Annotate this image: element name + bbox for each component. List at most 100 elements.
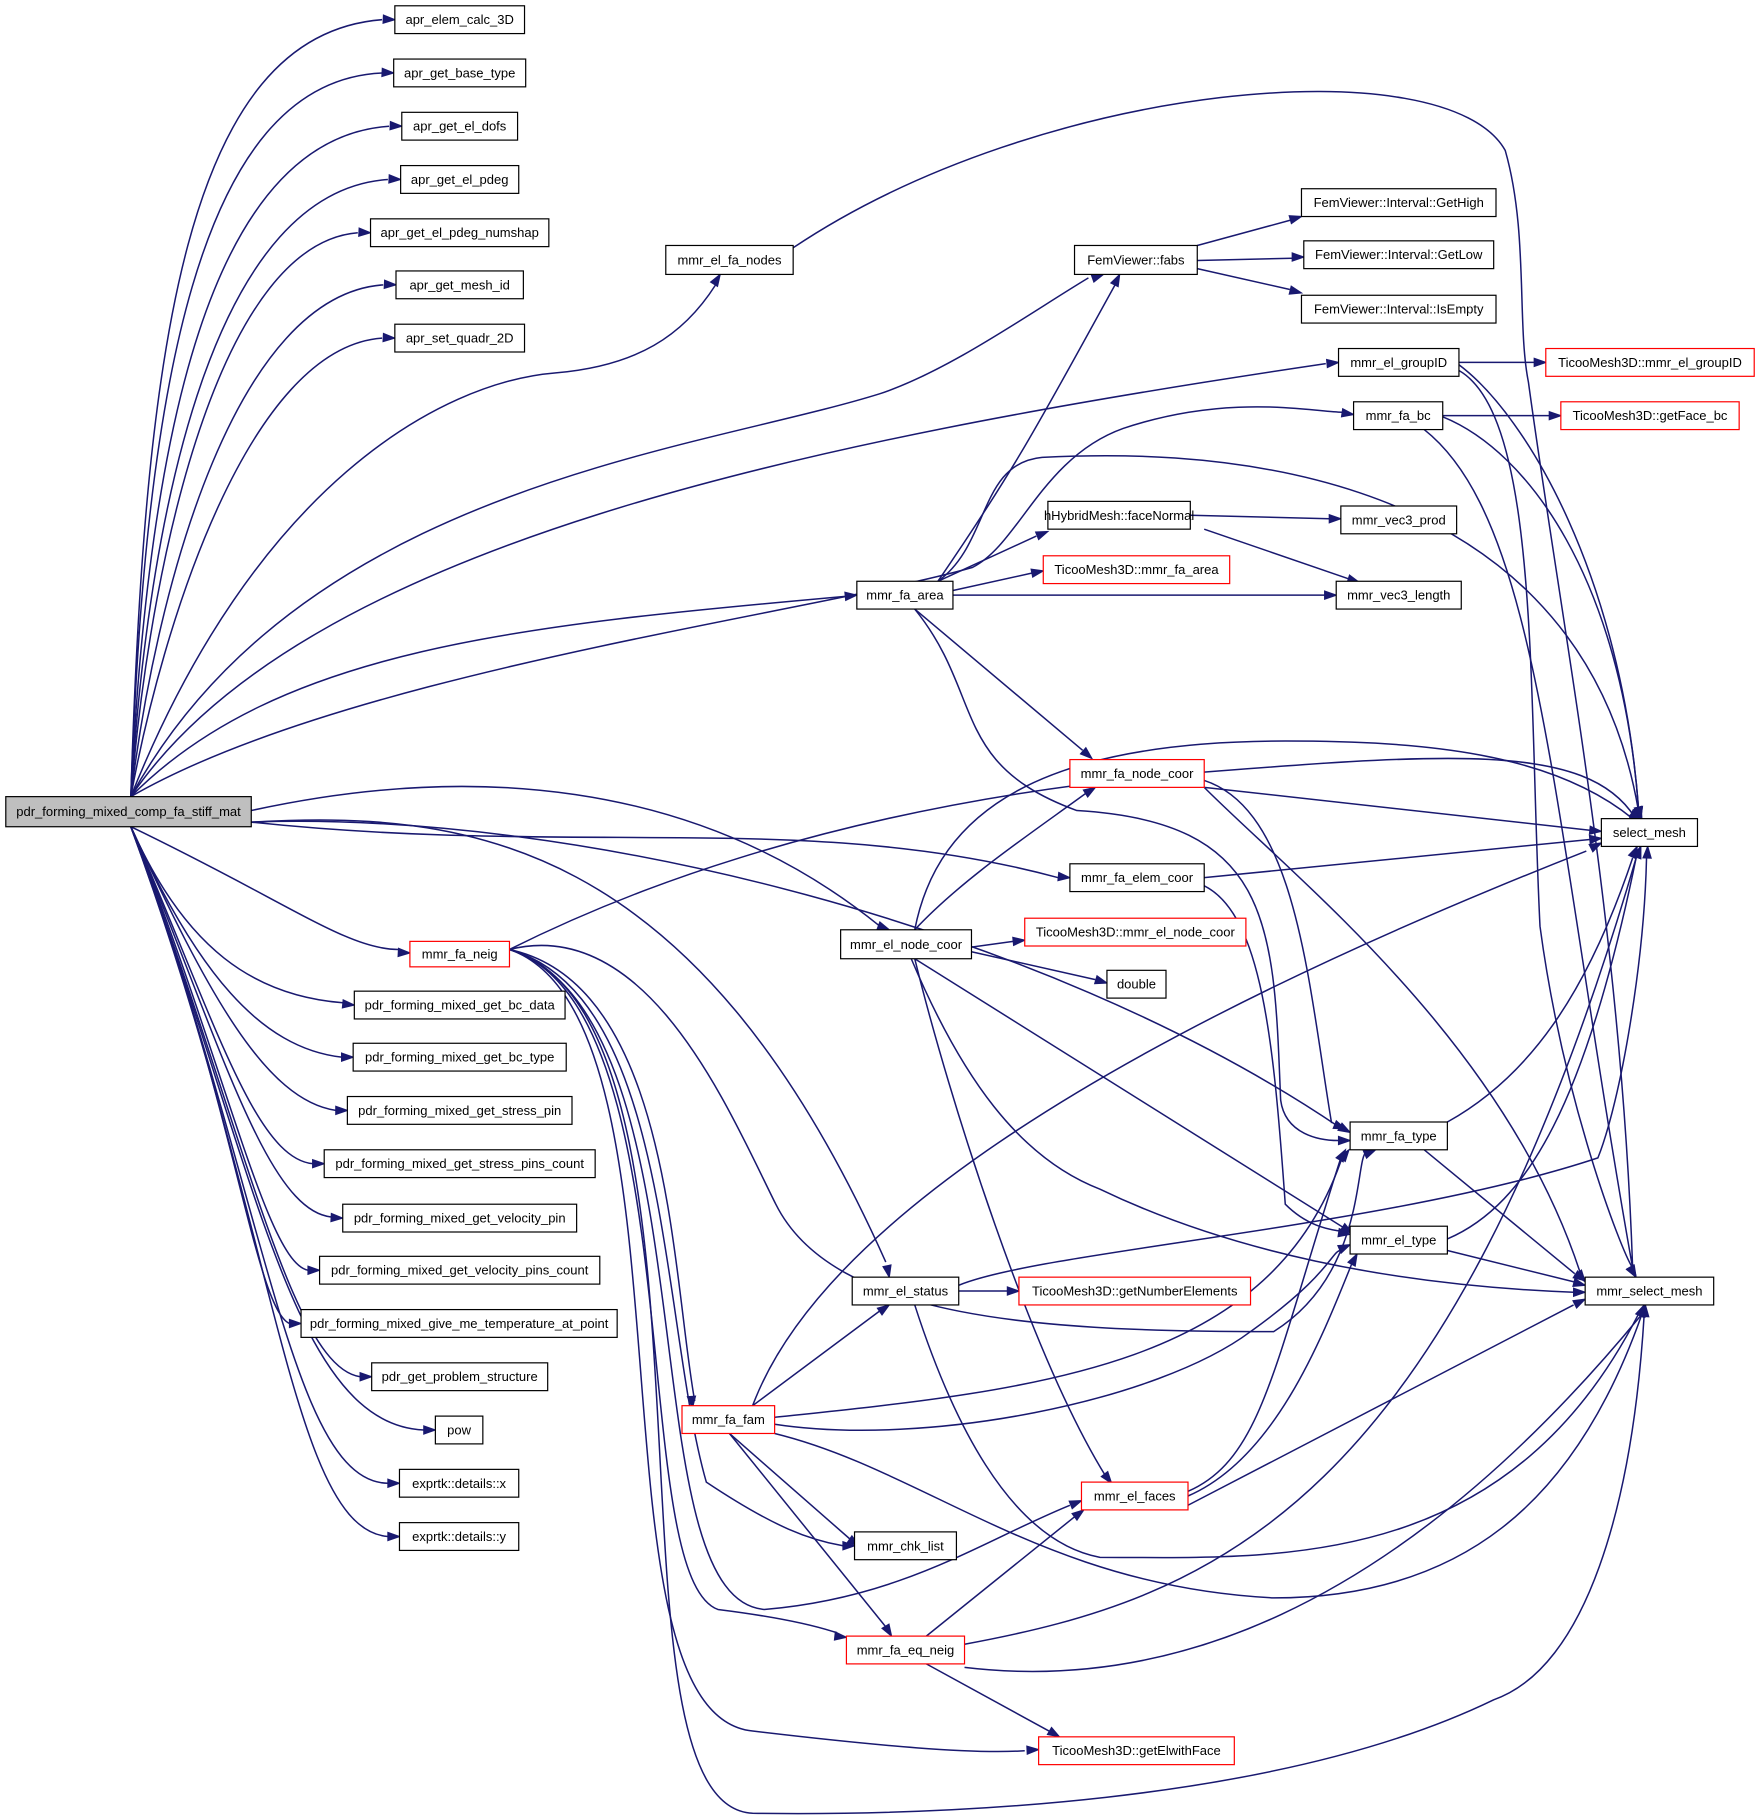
node-get-stress-pin[interactable]: pdr_forming_mixed_get_stress_pin (346, 1095, 573, 1125)
node-box (665, 244, 794, 276)
node-get-stress-pins-count[interactable]: pdr_forming_mixed_get_stress_pins_count (323, 1149, 596, 1179)
node-label: mmr_fa_elem_coor (1081, 870, 1194, 885)
node-ticoo-el-node-coor[interactable]: TicooMesh3D::mmr_el_node_coor (1024, 917, 1247, 947)
node-box (1080, 1481, 1189, 1511)
call-edge-line (1187, 1304, 1574, 1506)
node-root[interactable]: pdr_forming_mixed_comp_fa_stiff_mat (5, 796, 252, 828)
node-mmr-vec3-length[interactable]: mmr_vec3_length (1335, 580, 1462, 610)
arrowhead-icon (1573, 1269, 1587, 1284)
node-mmr-el-groupID[interactable]: mmr_el_groupID (1337, 347, 1460, 377)
call-edge (130, 174, 403, 797)
call-edge (1187, 1148, 1347, 1493)
node-apr-get-el-pdeg-numshap[interactable]: apr_get_el_pdeg_numshap (369, 218, 550, 248)
node-apr-get-el-pdeg[interactable]: apr_get_el_pdeg (400, 164, 520, 194)
node-give-me-temperature[interactable]: pdr_forming_mixed_give_me_temperature_at… (300, 1308, 618, 1338)
arrowhead-icon (1026, 1745, 1041, 1756)
node-ticoo-getnumberelements[interactable]: TicooMesh3D::getNumberElements (1018, 1276, 1252, 1306)
node-box (1337, 347, 1460, 377)
arrowhead-icon (1572, 1287, 1587, 1298)
node-apr-set-quadr-2D[interactable]: apr_set_quadr_2D (394, 323, 526, 353)
call-edge (1203, 779, 1348, 1130)
node-label: mmr_el_type (1361, 1233, 1436, 1248)
call-edge-line (509, 948, 696, 1402)
call-edge-line (251, 785, 881, 927)
node-ticoo-fa-area[interactable]: TicooMesh3D::mmr_fa_area (1042, 555, 1231, 585)
arrowhead-icon (1012, 936, 1027, 947)
node-mmr-el-node-coor[interactable]: mmr_el_node_coor (840, 929, 973, 960)
call-edge-line (130, 826, 342, 1058)
arrowhead-icon (1642, 844, 1652, 859)
arrowhead-icon (1034, 530, 1050, 541)
node-box (1352, 401, 1444, 431)
node-label: hHybridMesh::faceNormal (1044, 508, 1194, 523)
node-mmr-fa-neig[interactable]: mmr_fa_neig (409, 940, 511, 968)
node-mmr-el-faces[interactable]: mmr_el_faces (1080, 1481, 1189, 1511)
call-edge-line (1197, 219, 1292, 247)
call-edge (1187, 1298, 1587, 1506)
node-fem-isempty[interactable]: FemViewer::Interval::IsEmpty (1300, 294, 1497, 324)
call-edge (130, 826, 357, 1009)
node-box (1349, 1121, 1448, 1151)
arrowhead-icon (1006, 1286, 1021, 1296)
node-select-mesh[interactable]: select_mesh (1600, 818, 1699, 848)
node-mmr-el-type[interactable]: mmr_el_type (1349, 1225, 1448, 1255)
node-fem-fabs[interactable]: FemViewer::fabs (1073, 244, 1198, 276)
call-edge-line (1458, 364, 1640, 808)
node-box (409, 940, 511, 968)
node-fem-getlow[interactable]: FemViewer::Interval::GetLow (1303, 240, 1495, 270)
call-edge (509, 948, 697, 1410)
node-pow[interactable]: pow (434, 1415, 484, 1445)
node-box (1047, 500, 1191, 530)
arrowhead-icon (1288, 285, 1304, 295)
node-apr-elem-calc-3D[interactable]: apr_elem_calc_3D (394, 5, 526, 35)
node-box (851, 1276, 960, 1306)
node-label: FemViewer::Interval::GetHigh (1314, 195, 1484, 210)
node-mmr-fa-bc[interactable]: mmr_fa_bc (1352, 401, 1444, 431)
node-get-velocity-pin[interactable]: pdr_forming_mixed_get_velocity_pin (342, 1203, 578, 1233)
node-mmr-chk-list[interactable]: mmr_chk_list (853, 1531, 958, 1561)
node-double[interactable]: double (1106, 969, 1167, 999)
call-edge-line (130, 826, 332, 1218)
arrowhead-icon (876, 920, 891, 931)
node-apr-get-el-dofs[interactable]: apr_get_el_dofs (401, 111, 519, 141)
node-mmr-select-mesh[interactable]: mmr_select_mesh (1584, 1276, 1715, 1306)
node-ticoo-getelwithface[interactable]: TicooMesh3D::getElwithFace (1038, 1736, 1235, 1766)
node-pdr-get-problem-structure[interactable]: pdr_get_problem_structure (371, 1362, 549, 1392)
node-ticoo-getface-bc[interactable]: TicooMesh3D::getFace_bc (1560, 401, 1740, 431)
node-box (394, 5, 526, 35)
node-exprtk-y[interactable]: exprtk::details::y (398, 1522, 520, 1552)
node-mmr-fa-elem-coor[interactable]: mmr_fa_elem_coor (1069, 863, 1205, 893)
node-box (401, 111, 519, 141)
node-apr-get-base-type[interactable]: apr_get_base_type (393, 58, 527, 88)
call-edge-line (509, 948, 838, 1634)
node-ticoo-el-groupID[interactable]: TicooMesh3D::mmr_el_groupID (1545, 347, 1755, 377)
node-box (398, 1468, 520, 1498)
call-edge-line (910, 958, 1574, 1293)
node-exprtk-x[interactable]: exprtk::details::x (398, 1468, 520, 1498)
node-label: mmr_fa_neig (422, 947, 498, 962)
arrowhead-icon (1057, 871, 1072, 882)
node-mmr-el-fa-nodes[interactable]: mmr_el_fa_nodes (665, 244, 794, 276)
node-mmr-fa-fam[interactable]: mmr_fa_fam (681, 1405, 776, 1435)
call-edge (130, 332, 397, 797)
node-mmr-fa-type[interactable]: mmr_fa_type (1349, 1121, 1448, 1151)
node-get-bc-type[interactable]: pdr_forming_mixed_get_bc_type (352, 1042, 567, 1072)
node-mmr-fa-area[interactable]: mmr_fa_area (856, 580, 954, 610)
call-edge-line (130, 362, 1326, 798)
arrowhead-icon (882, 1264, 892, 1279)
node-fem-gethigh[interactable]: FemViewer::Interval::GetHigh (1300, 188, 1497, 218)
node-hhybrid-facenormal[interactable]: hHybridMesh::faceNormal (1044, 500, 1194, 530)
node-apr-get-mesh-id[interactable]: apr_get_mesh_id (395, 270, 524, 300)
node-box (318, 1255, 601, 1285)
node-mmr-vec3-prod[interactable]: mmr_vec3_prod (1340, 505, 1458, 535)
call-edge-line (774, 1249, 1341, 1431)
node-label: pdr_forming_mixed_comp_fa_stiff_mat (16, 804, 241, 819)
node-get-velocity-pins-count[interactable]: pdr_forming_mixed_get_velocity_pins_coun… (318, 1255, 601, 1285)
node-mmr-fa-eq-neig[interactable]: mmr_fa_eq_neig (845, 1635, 966, 1665)
call-edge (1447, 844, 1639, 1123)
node-get-bc-data[interactable]: pdr_forming_mixed_get_bc_data (353, 990, 566, 1020)
node-mmr-fa-node-coor[interactable]: mmr_fa_node_coor (1069, 758, 1205, 788)
node-mmr-el-status[interactable]: mmr_el_status (851, 1276, 960, 1306)
call-edge-line (509, 948, 844, 1547)
call-edges (130, 14, 1652, 1815)
